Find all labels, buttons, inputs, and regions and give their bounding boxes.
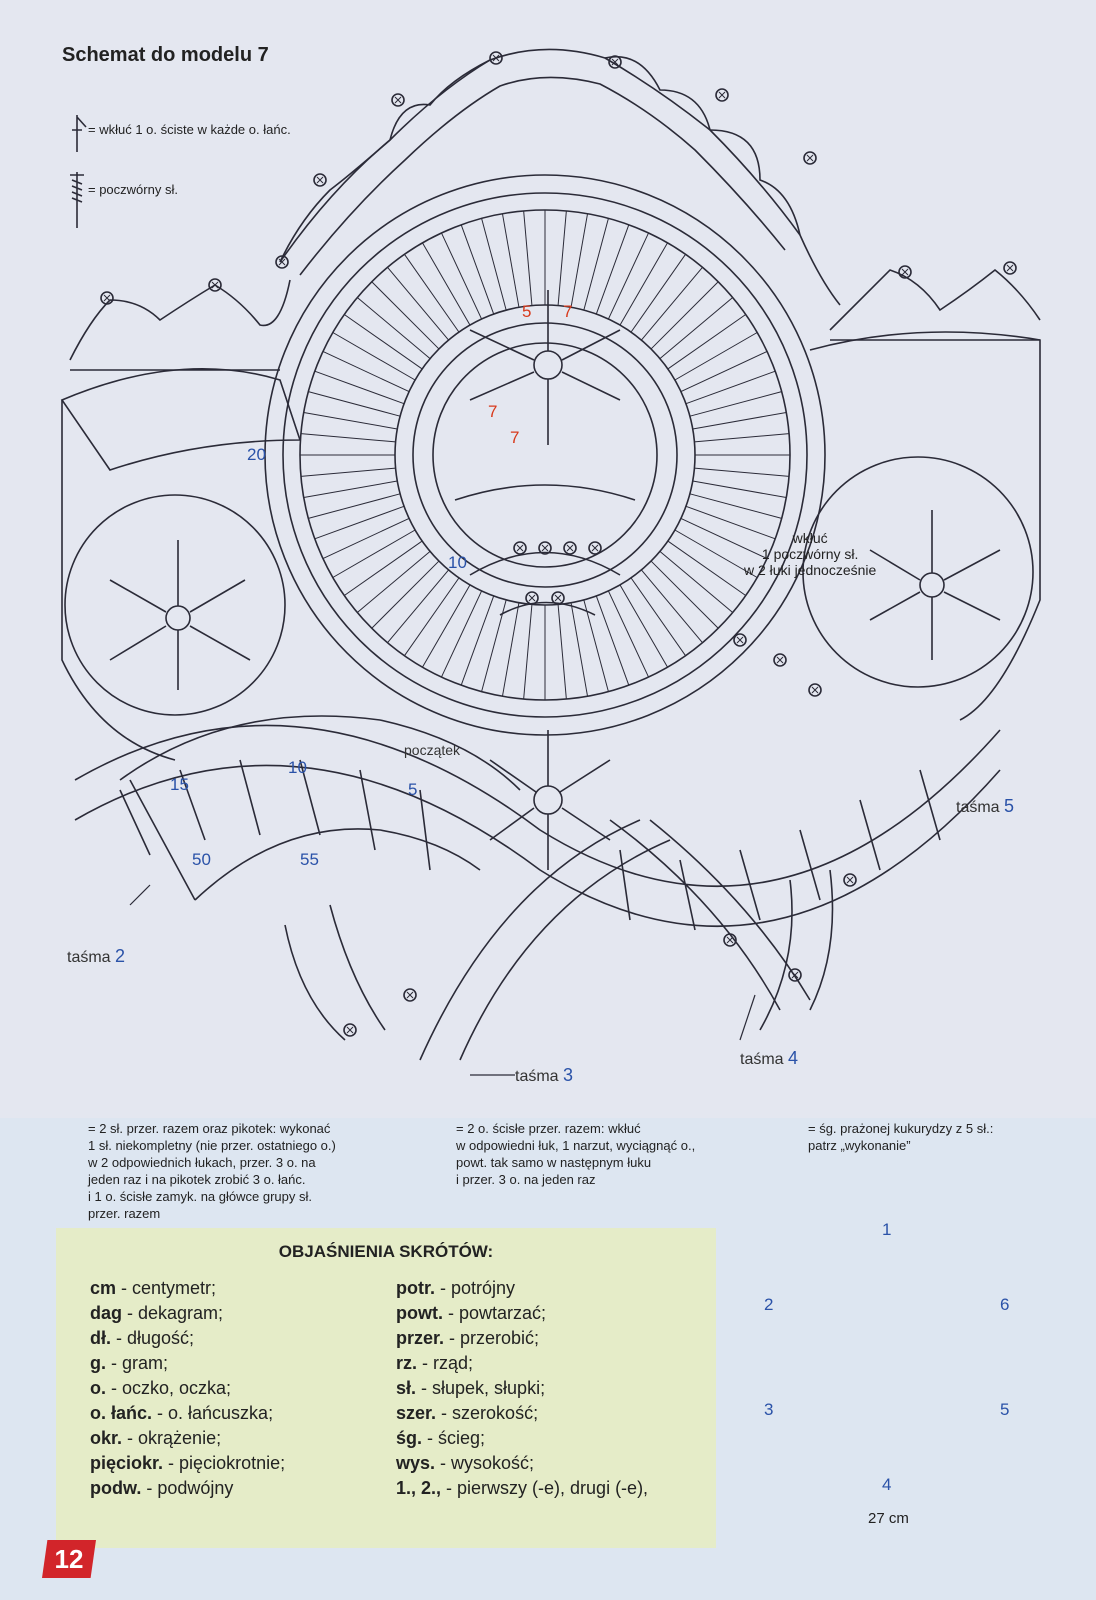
doily-number-3: 3: [764, 1400, 774, 1419]
crochet-diagram: [60, 48, 1041, 1076]
abbreviations-title: OBJAŚNIENIA SKRÓTÓW:: [278, 1242, 494, 1261]
abbr-row: cm - centymetr;: [90, 1278, 217, 1298]
abbr-row: śg. - ścieg;: [396, 1428, 486, 1448]
label-tape-4: taśma 4: [740, 1048, 799, 1068]
symbol-note-popcorn: = śg. prażonej kukurydzy z 5 sł.: patrz …: [808, 1121, 994, 1153]
label-tape-5: taśma 5: [956, 796, 1015, 816]
label-insert-quadruple: wkłuć 1 poczwórny sł. w 2 łuki jednocześ…: [744, 530, 877, 578]
round-number-10: 10: [448, 553, 467, 572]
round-number-20: 20: [247, 445, 266, 464]
abbreviations-left-column: cm - centymetr; dag - dekagram; dł. - dł…: [90, 1276, 285, 1501]
abbr-row: okr. - okrążenie;: [90, 1428, 222, 1448]
abbr-row: 1., 2., - pierwszy (-e), drugi (-e),: [396, 1478, 649, 1498]
abbr-row: o. - oczko, oczka;: [90, 1378, 232, 1398]
abbr-row: pięciokr. - pięciokrotnie;: [90, 1453, 286, 1473]
doily-number-6: 6: [1000, 1295, 1010, 1314]
label-tape-2: taśma 2: [67, 946, 126, 966]
doily-number-5: 5: [1000, 1400, 1010, 1419]
abbreviations-right-column: potr. - potrójny powt. - powtarzać; prze…: [396, 1276, 648, 1501]
legend-sc-into-chain: = wkłuć 1 o. ściste w każde o. łańc.: [88, 122, 291, 137]
abbr-row: o. łańc. - o. łańcuszka;: [90, 1403, 274, 1423]
doily-number-4: 4: [882, 1475, 892, 1494]
doily-number-1: 1: [882, 1220, 892, 1239]
label-start: początek: [404, 742, 461, 758]
legend-quadruple-treble: = poczwórny sł.: [88, 182, 178, 197]
abbr-row: rz. - rząd;: [396, 1353, 474, 1373]
round-number-red-7c: 7: [510, 428, 520, 447]
abbr-row: dag - dekagram;: [90, 1303, 224, 1323]
page-number: 12: [42, 1540, 96, 1578]
doily-number-2: 2: [764, 1295, 774, 1314]
abbr-row: podw. - podwójny: [90, 1478, 234, 1498]
round-number-5: 5: [408, 780, 418, 799]
round-number-50: 50: [192, 850, 211, 869]
abbr-row: potr. - potrójny: [396, 1278, 516, 1298]
abbr-row: dł. - długość;: [90, 1328, 195, 1348]
diagram-title: Schemat do modelu 7: [62, 44, 269, 66]
round-number-red-7b: 7: [488, 402, 498, 421]
round-number-red-7: 7: [563, 302, 573, 321]
round-number-10b: 10: [288, 758, 307, 777]
round-number-red-5: 5: [522, 302, 532, 321]
abbr-row: wys. - wysokość;: [396, 1453, 535, 1473]
abbr-row: sł. - słupek, słupki;: [396, 1378, 546, 1398]
doily-size: 27 cm: [868, 1510, 909, 1527]
abbr-row: szer. - szerokość;: [396, 1403, 539, 1423]
round-number-15: 15: [170, 775, 189, 794]
abbreviations-box: OBJAŚNIENIA SKRÓTÓW: cm - centymetr; dag…: [56, 1228, 716, 1548]
symbol-note-sc-decrease: = 2 o. ścisłe przer. razem: wkłuć w odpo…: [456, 1121, 696, 1187]
label-tape-3: taśma 3: [515, 1065, 574, 1085]
abbr-row: przer. - przerobić;: [396, 1328, 540, 1348]
diagram-panel: [0, 0, 1096, 1118]
abbr-row: powt. - powtarzać;: [396, 1303, 547, 1323]
symbol-note-picot: = 2 sł. przer. razem oraz pikotek: wykon…: [88, 1121, 336, 1221]
abbr-row: g. - gram;: [90, 1353, 169, 1373]
round-number-55: 55: [300, 850, 319, 869]
